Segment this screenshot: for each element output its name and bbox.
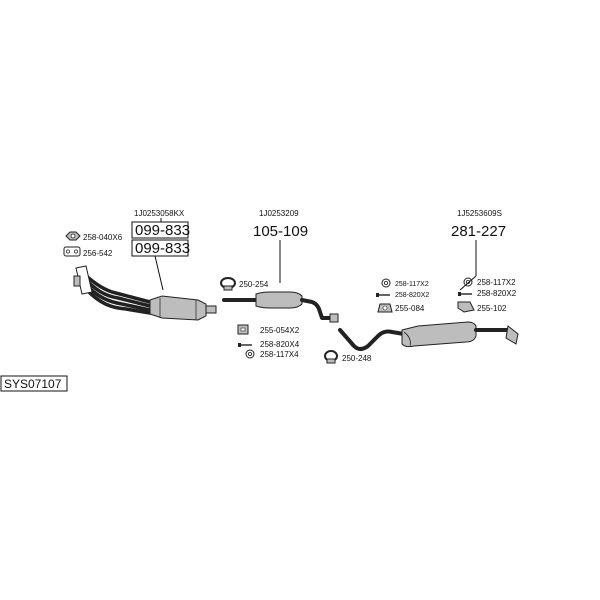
washer-icon-2[interactable] (381, 278, 391, 288)
clamp-icon[interactable] (220, 277, 236, 291)
gasket-icon[interactable] (63, 246, 81, 257)
nut-icon[interactable] (65, 231, 81, 241)
washer-icon[interactable] (245, 349, 255, 359)
part-label-rubber-mount: 255-084 (395, 304, 425, 313)
rear-silencer[interactable] (338, 321, 519, 351)
callout-box-1[interactable] (131, 221, 189, 239)
bracket-icon[interactable] (457, 301, 475, 313)
part-label-hanger: 255-054X2 (260, 326, 300, 335)
leader-line (459, 275, 477, 291)
part-label-bracket: 255-102 (477, 304, 507, 313)
bolt-icon[interactable] (238, 343, 252, 347)
part-label-clamp: 250-254 (239, 280, 269, 289)
catalytic-converter[interactable] (149, 295, 217, 321)
part-number-catalytic-converter: 1J0253058KX (134, 209, 185, 218)
bolt-icon-3[interactable] (458, 292, 472, 296)
part-label-clamp-2: 250-248 (342, 354, 372, 363)
part-label-nut: 258-040X6 (83, 233, 123, 242)
bolt-icon-2[interactable] (376, 293, 390, 297)
washer-icon-3[interactable] (463, 277, 473, 287)
front-silencer[interactable] (222, 291, 339, 323)
part-label-gasket: 256-542 (83, 249, 113, 258)
system-code-box (0, 375, 68, 392)
part-label-bolt: 258-820X4 (260, 340, 300, 349)
system-code: SYS07107 (4, 377, 62, 391)
callout-catalytic-converter-2[interactable]: 099-833 (135, 240, 190, 257)
callout-rear-silencer[interactable]: 281-227 (451, 223, 506, 240)
part-label-washer-3: 258-117X2 (477, 278, 516, 287)
part-label-bolt-2: 258-820X2 (395, 292, 429, 299)
hanger-icon[interactable] (237, 324, 249, 335)
part-number-front-silencer: 1J0253209 (259, 209, 299, 218)
exhaust-manifold[interactable] (73, 265, 152, 315)
callout-front-silencer[interactable]: 105-109 (253, 223, 308, 240)
part-label-washer-2: 258-117X2 (395, 281, 429, 288)
part-label-washer: 258-117X4 (260, 350, 299, 359)
part-number-rear-silencer: 1J5253609S (457, 209, 502, 218)
rubber-mount-icon[interactable] (377, 303, 393, 313)
callout-box-2[interactable] (131, 239, 189, 257)
part-label-bolt-3: 258-820X2 (477, 289, 517, 298)
callout-catalytic-converter[interactable]: 099-833 (135, 222, 190, 239)
leader-line (154, 255, 164, 291)
clamp-icon-2[interactable] (324, 350, 338, 364)
